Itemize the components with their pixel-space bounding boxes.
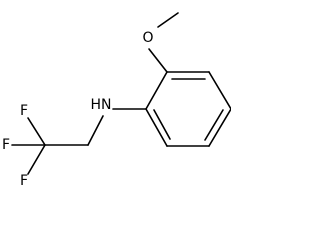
oxygen-atom-label: O bbox=[142, 30, 153, 46]
benzene-ring bbox=[145, 71, 231, 147]
ring-bond-5 bbox=[145, 108, 168, 147]
ring-bond-3 bbox=[208, 108, 231, 147]
fluorine-left-label: F bbox=[2, 137, 10, 153]
bond-oxygen-ring bbox=[148, 48, 168, 73]
ring-double-bond-left bbox=[153, 109, 171, 140]
ring-bond-6 bbox=[145, 71, 168, 110]
fluorine-bottom-label: F bbox=[20, 173, 28, 189]
amine-label: HN bbox=[91, 97, 112, 113]
bond-carbon-fluorine-top bbox=[27, 117, 46, 146]
bond-nitrogen-methylene bbox=[87, 115, 104, 146]
bond-methyl-oxygen bbox=[157, 12, 179, 28]
molecule-structure: O HN F F F bbox=[2, 12, 231, 189]
fluorine-top-label: F bbox=[20, 103, 28, 119]
ring-double-bond-right bbox=[204, 109, 224, 141]
bond-carbon-fluorine-bottom bbox=[27, 144, 46, 175]
ring-bond-2 bbox=[208, 71, 231, 110]
